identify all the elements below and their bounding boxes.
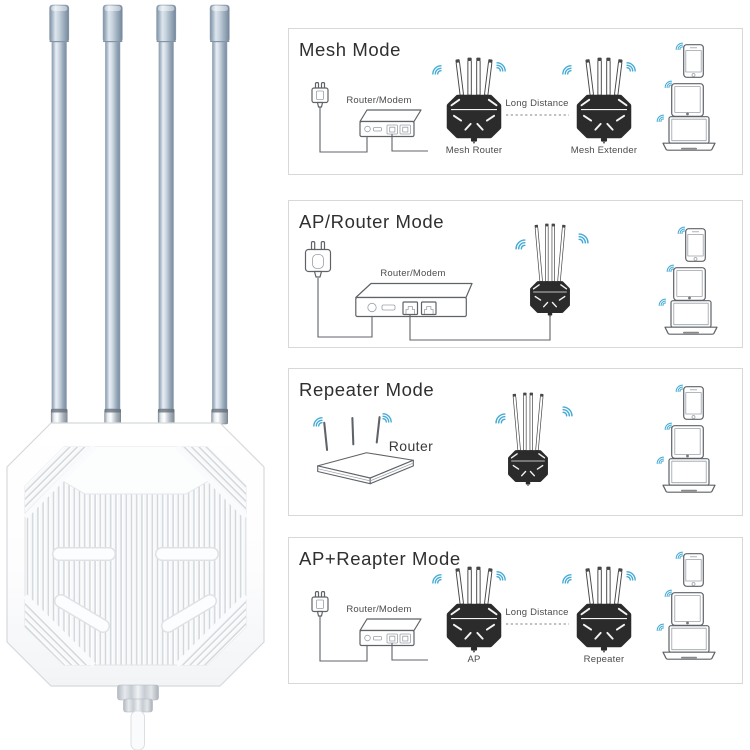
wifi-wave-icon	[496, 571, 506, 581]
right-unit-label: Repeater	[584, 654, 625, 665]
front-slots	[52, 547, 219, 633]
link-label: Long Distance	[505, 607, 568, 618]
left-unit-label: Mesh Router	[446, 145, 503, 156]
power-cable	[130, 710, 145, 750]
client-devices-icon	[657, 43, 715, 150]
antenna	[102, 4, 123, 425]
panel-ap-repeater-mode: AP+Reapter Mode Router/Modem AP Long Dis…	[288, 537, 743, 684]
wifi-wave-icon	[578, 233, 589, 244]
wifi-wave-icon	[313, 417, 323, 427]
panel-ap-router-mode: AP/Router Mode Router/Modem	[288, 200, 743, 348]
wifi-wave-icon	[626, 571, 636, 581]
power-wire	[319, 616, 368, 662]
modem-icon	[359, 109, 422, 138]
wifi-wave-icon	[432, 65, 442, 75]
panel-title: Mesh Mode	[299, 39, 401, 60]
client-devices-icon	[659, 227, 717, 334]
router-label: Router	[389, 438, 433, 454]
antenna	[209, 4, 230, 425]
wall-plug-icon	[311, 82, 329, 108]
modem-icon	[359, 618, 422, 647]
panel-repeater-mode: Repeater Mode Router	[288, 368, 743, 516]
wall-plug-icon	[311, 591, 329, 617]
panel-title: AP/Router Mode	[299, 211, 444, 232]
ap-icon	[449, 567, 499, 653]
cable-gland	[117, 684, 159, 713]
left-unit-label: AP	[467, 654, 480, 665]
repeater-icon	[579, 567, 629, 653]
modem-icon	[355, 282, 473, 318]
wifi-wave-icon	[382, 413, 392, 423]
client-devices-icon	[657, 385, 715, 492]
device-body	[6, 422, 265, 687]
wifi-wave-icon	[495, 413, 506, 424]
link-label: Long Distance	[505, 98, 568, 109]
wifi-wave-icon	[562, 65, 572, 75]
power-wire	[319, 107, 368, 153]
power-wire	[317, 278, 373, 338]
client-devices-icon	[657, 552, 715, 659]
modem-label: Router/Modem	[346, 95, 411, 106]
wifi-wave-icon	[562, 406, 573, 417]
modem-label: Router/Modem	[380, 268, 445, 279]
wifi-wave-icon	[626, 62, 636, 72]
panel-title: AP+Reapter Mode	[299, 548, 461, 569]
mesh-extender-ap-icon	[579, 58, 629, 144]
modem-label: Router/Modem	[346, 604, 411, 615]
access-point-icon	[530, 222, 570, 319]
antenna	[49, 4, 70, 425]
wifi-wave-icon	[496, 62, 506, 72]
antenna	[156, 4, 177, 425]
mesh-router-ap-icon	[449, 58, 499, 144]
outdoor-ap-product-photo	[6, 4, 265, 750]
ethernet-wire	[409, 314, 551, 341]
panel-title: Repeater Mode	[299, 379, 434, 400]
wifi-wave-icon	[432, 574, 442, 584]
panel-mesh-mode: Mesh Mode Router/Modem Mesh Router Long …	[288, 28, 743, 175]
wall-plug-icon	[304, 241, 332, 278]
wifi-wave-icon	[562, 574, 572, 584]
repeater-ap-icon	[508, 391, 548, 488]
ethernet-wire	[391, 643, 428, 661]
right-unit-label: Mesh Extender	[571, 145, 638, 156]
ethernet-wire	[391, 134, 428, 152]
wifi-wave-icon	[515, 239, 526, 250]
